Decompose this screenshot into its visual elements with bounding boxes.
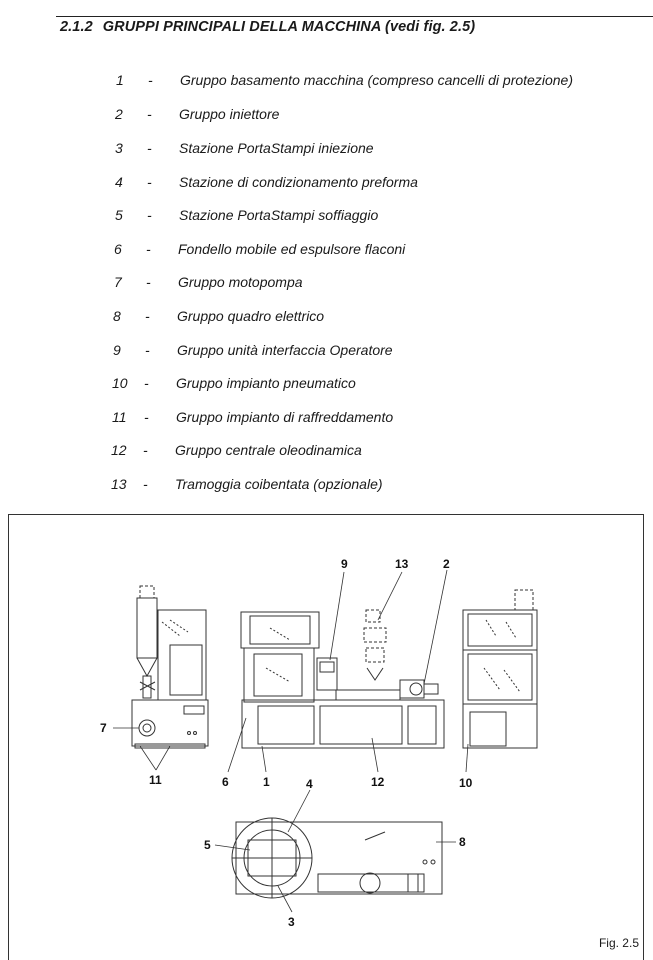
section-number: 2.1.2 bbox=[60, 19, 93, 35]
front-view-center bbox=[240, 609, 445, 749]
header-rule bbox=[56, 16, 653, 17]
leader-lines bbox=[113, 569, 469, 913]
callout-12: 12 bbox=[371, 775, 385, 789]
callout-11: 11 bbox=[149, 773, 162, 787]
callout-4: 4 bbox=[306, 777, 313, 791]
callout-13: 13 bbox=[395, 557, 409, 571]
callout-7: 7 bbox=[100, 721, 107, 735]
top-view bbox=[231, 817, 443, 899]
callout-6: 6 bbox=[222, 775, 229, 789]
section-title: 2.1.2 GRUPPI PRINCIPALI DELLA MACCHINA (v… bbox=[60, 19, 475, 35]
section-title-text: GRUPPI PRINCIPALI DELLA MACCHINA (vedi f… bbox=[102, 19, 476, 35]
figure-caption: Fig. 2.5 bbox=[598, 936, 639, 950]
callout-5: 5 bbox=[204, 838, 211, 852]
figure-frame bbox=[8, 514, 644, 960]
callout-10: 10 bbox=[459, 776, 473, 790]
side-view-right bbox=[462, 589, 538, 749]
callout-8: 8 bbox=[459, 835, 466, 849]
side-view-left bbox=[131, 585, 209, 749]
callout-9: 9 bbox=[341, 557, 348, 571]
callout-1: 1 bbox=[263, 775, 270, 789]
callout-3: 3 bbox=[288, 915, 295, 929]
callout-labels: 9 13 2 7 11 6 1 12 10 4 5 8 3 bbox=[100, 557, 473, 929]
callout-2: 2 bbox=[443, 557, 450, 571]
